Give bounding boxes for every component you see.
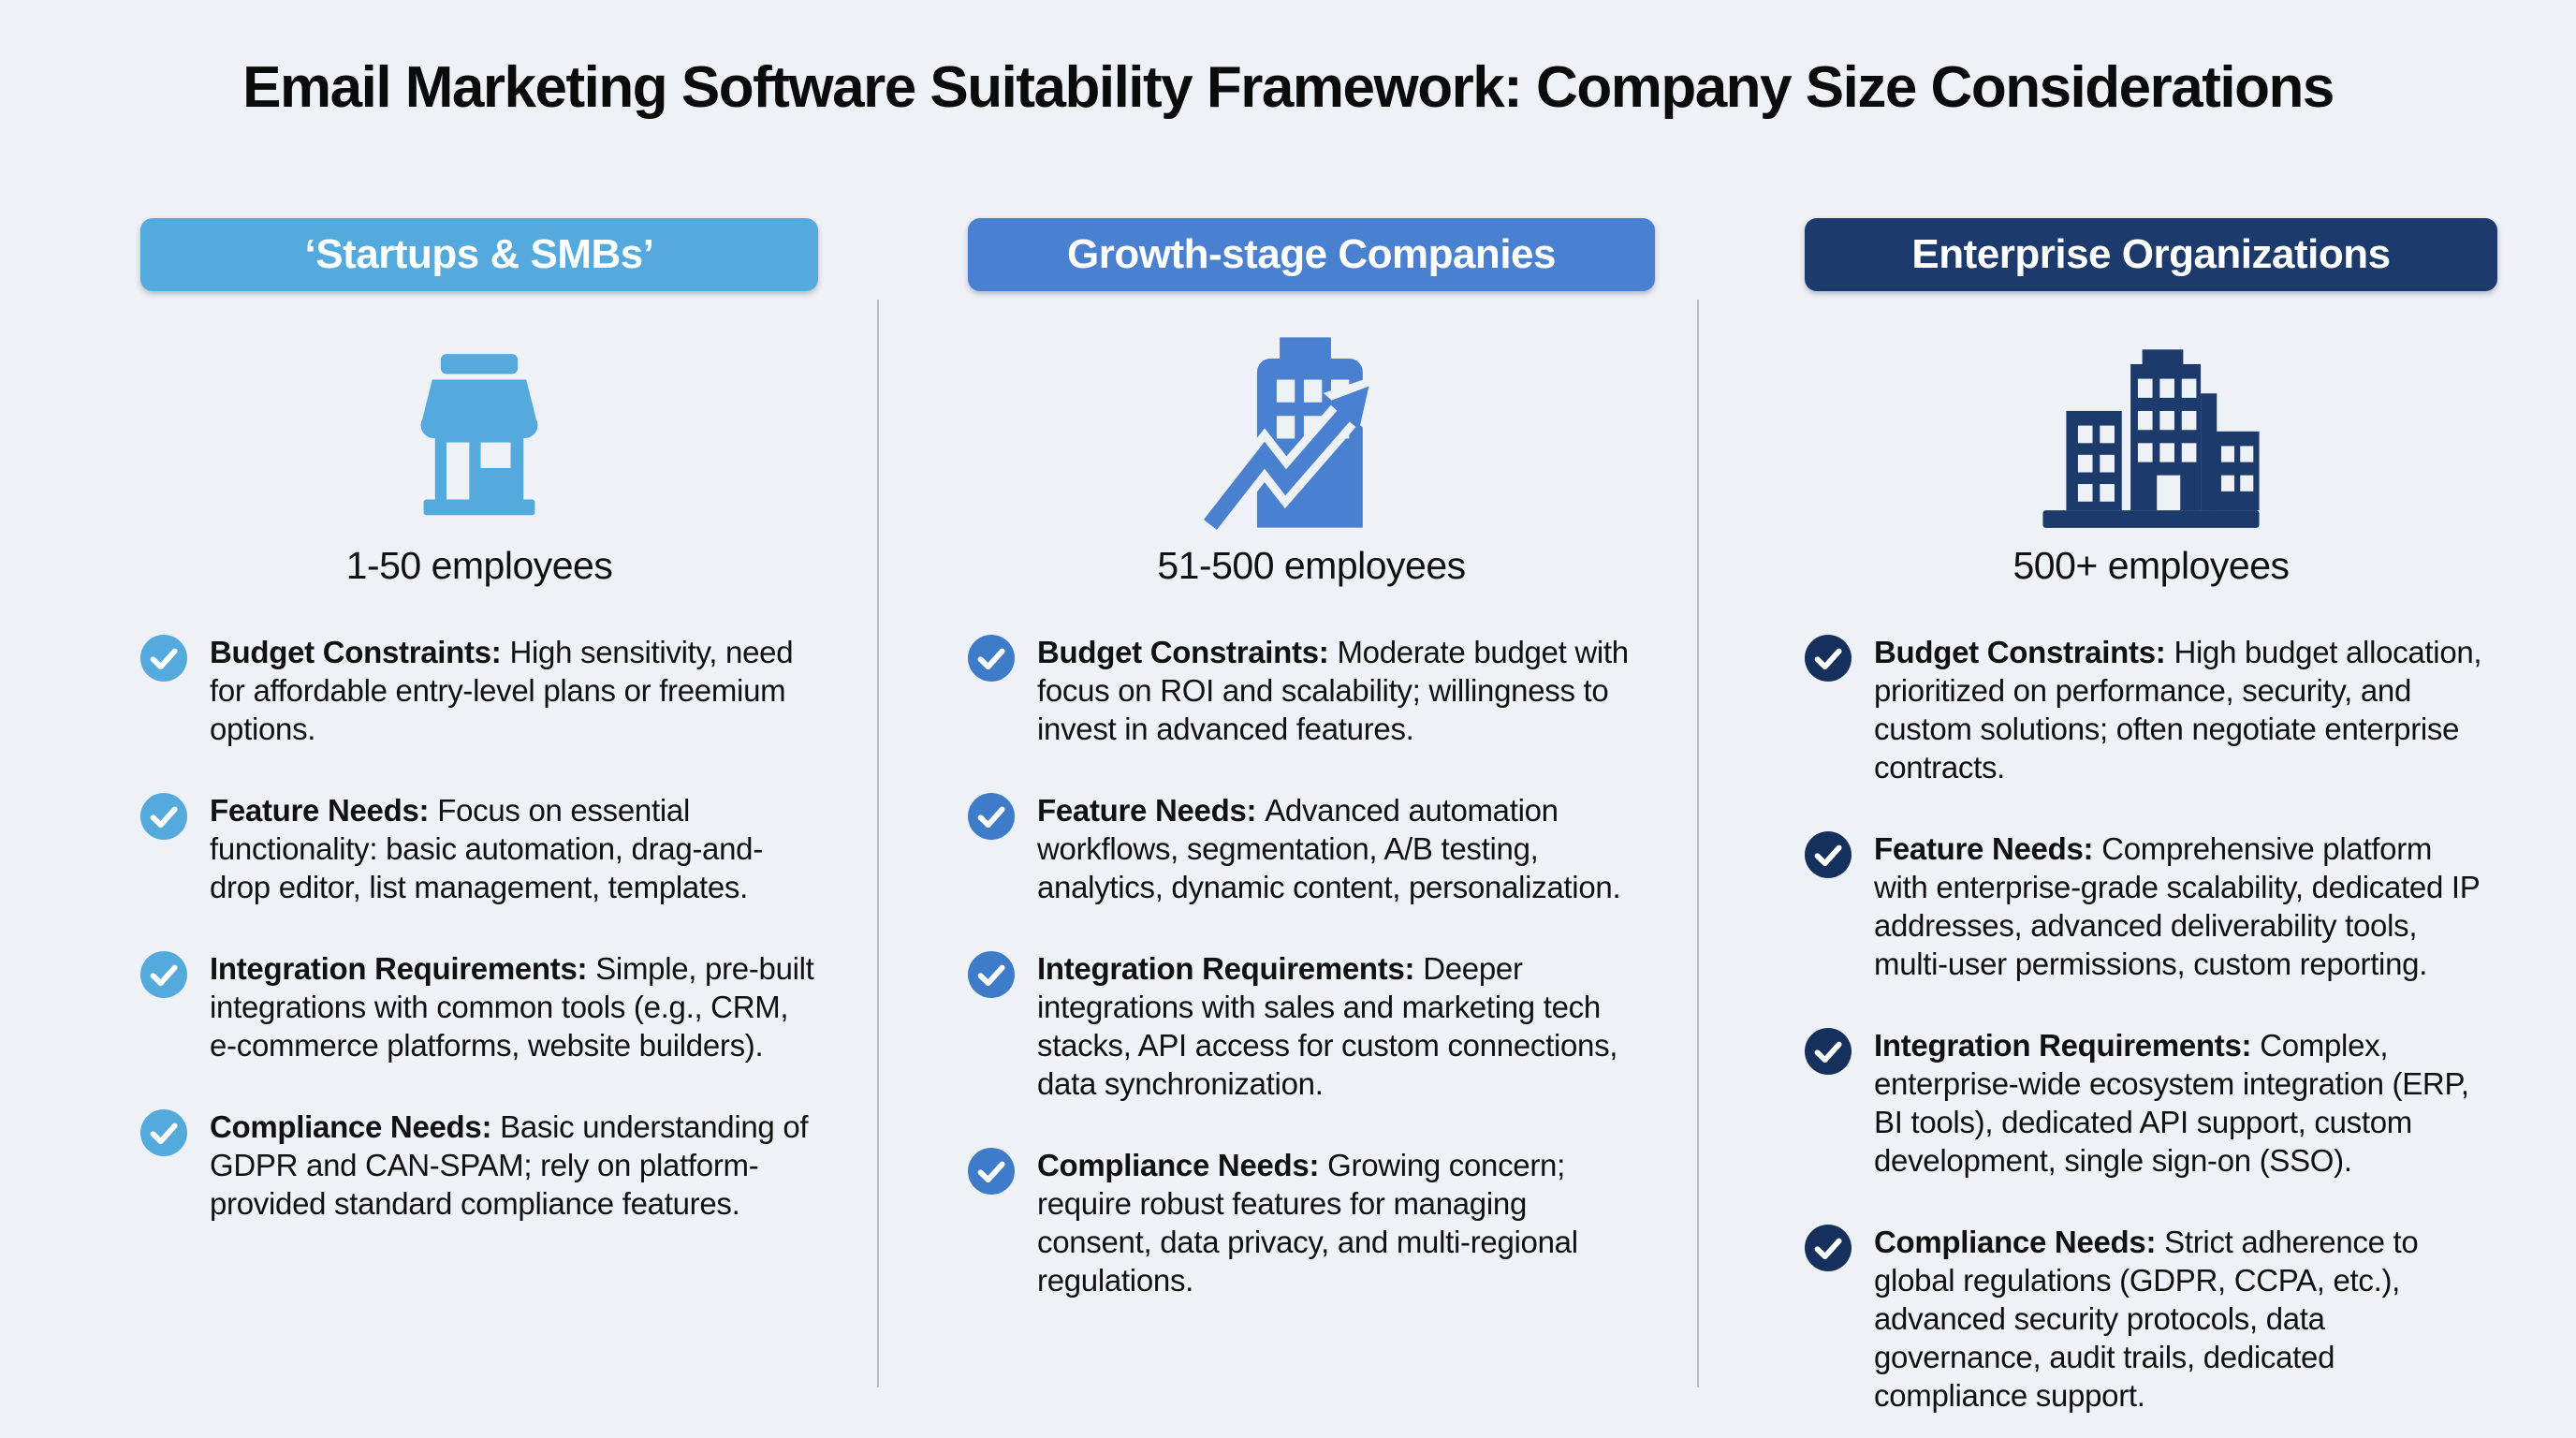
bullet-text: Feature Needs:Comprehensive platform wit… (1874, 829, 2482, 983)
check-icon (968, 1148, 1015, 1195)
check-icon (968, 793, 1015, 840)
column-header: Enterprise Organizations (1805, 218, 2497, 291)
employee-range: 500+ employees (2012, 544, 2290, 587)
employee-range: 51-500 employees (1157, 544, 1466, 587)
bullet-body: Simple, pre-built integrations with comm… (210, 951, 814, 1063)
bullet-label: Feature Needs: (210, 793, 430, 828)
bullet-text: Compliance Needs:Growing concern; requir… (1037, 1146, 1646, 1299)
bullet-label: Compliance Needs: (1037, 1148, 1320, 1182)
bullet-text: Feature Needs:Focus on essential functio… (210, 791, 818, 906)
bullet-text: Integration Requirements:Deeper integrat… (1037, 949, 1646, 1103)
check-icon (1805, 1225, 1852, 1271)
bullet-label: Compliance Needs: (1874, 1225, 2157, 1259)
check-icon (1805, 1028, 1852, 1075)
bullet-body: Growing concern; require robust features… (1037, 1148, 1578, 1298)
bullet-item: Feature Needs:Focus on essential functio… (140, 791, 818, 906)
bullet-text: Budget Constraints:High budget allocatio… (1874, 633, 2482, 786)
check-icon (968, 951, 1015, 998)
bullet-item: Compliance Needs:Basic understanding of … (140, 1108, 818, 1223)
storefront-icon (140, 330, 818, 531)
bullet-list: Budget Constraints:High sensitivity, nee… (140, 633, 818, 1223)
bullet-item: Budget Constraints:High sensitivity, nee… (140, 633, 818, 748)
bullet-item: Integration Requirements:Simple, pre-bui… (140, 949, 818, 1064)
employee-range: 1-50 employees (345, 544, 613, 587)
bullet-label: Budget Constraints: (1874, 635, 2166, 669)
check-icon (968, 635, 1015, 682)
column-header: Growth-stage Companies (968, 218, 1655, 291)
bullet-text: Integration Requirements:Simple, pre-bui… (210, 949, 818, 1064)
bullet-label: Budget Constraints: (210, 635, 502, 669)
bullet-item: Compliance Needs:Strict adherence to glo… (1805, 1223, 2497, 1415)
bullet-label: Integration Requirements: (1874, 1028, 2252, 1063)
bullet-body: Focus on essential functionality: basic … (210, 793, 763, 904)
bullet-body: Deeper integrations with sales and marke… (1037, 951, 1618, 1101)
column-divider (877, 300, 879, 1387)
check-icon (1805, 635, 1852, 682)
bullet-body: Moderate budget with focus on ROI and sc… (1037, 635, 1629, 746)
bullet-item: Budget Constraints:Moderate budget with … (968, 633, 1655, 748)
bullet-body: Comprehensive platform with enterprise-g… (1874, 831, 2480, 981)
column-enterprise: Enterprise Organizations (1805, 218, 2497, 1415)
bullet-item: Feature Needs:Comprehensive platform wit… (1805, 829, 2497, 983)
bullet-text: Compliance Needs:Strict adherence to glo… (1874, 1223, 2482, 1415)
column-header: ‘Startups & SMBs’ (140, 218, 818, 291)
bullet-label: Integration Requirements: (1037, 951, 1415, 986)
bullet-text: Feature Needs:Advanced automation workfl… (1037, 791, 1646, 906)
bullet-body: Basic understanding of GDPR and CAN-SPAM… (210, 1109, 809, 1221)
bullet-body: Complex, enterprise-wide ecosystem integ… (1874, 1028, 2469, 1178)
bullet-label: Compliance Needs: (210, 1109, 492, 1144)
check-icon (140, 635, 187, 682)
bullet-list: Budget Constraints:Moderate budget with … (968, 633, 1655, 1299)
bullet-label: Budget Constraints: (1037, 635, 1329, 669)
bullet-body: Strict adherence to global regulations (… (1874, 1225, 2419, 1413)
column-divider (1697, 300, 1699, 1387)
bullet-item: Integration Requirements:Complex, enterp… (1805, 1026, 2497, 1180)
bullet-item: Budget Constraints:High budget allocatio… (1805, 633, 2497, 786)
building-growth-arrow-icon (968, 330, 1655, 531)
column-startups-smbs: ‘Startups & SMBs’ 1-50 employees Budget … (140, 218, 818, 1223)
bullet-item: Compliance Needs:Growing concern; requir… (968, 1146, 1655, 1299)
bullet-body: High budget allocation, prioritized on p… (1874, 635, 2482, 785)
check-icon (140, 951, 187, 998)
page-title: Email Marketing Software Suitability Fra… (242, 55, 2334, 120)
bullet-item: Integration Requirements:Deeper integrat… (968, 949, 1655, 1103)
bullet-label: Integration Requirements: (210, 951, 588, 986)
bullet-list: Budget Constraints:High budget allocatio… (1805, 633, 2497, 1415)
bullet-item: Feature Needs:Advanced automation workfl… (968, 791, 1655, 906)
check-icon (140, 793, 187, 840)
check-icon (1805, 831, 1852, 878)
column-growth-stage: Growth-stage Companies 51-500 employees (968, 218, 1655, 1299)
bullet-text: Budget Constraints:High sensitivity, nee… (210, 633, 818, 748)
bullet-text: Compliance Needs:Basic understanding of … (210, 1108, 818, 1223)
check-icon (140, 1109, 187, 1156)
bullet-label: Feature Needs: (1874, 831, 2094, 866)
bullet-label: Feature Needs: (1037, 793, 1257, 828)
bullet-text: Integration Requirements:Complex, enterp… (1874, 1026, 2482, 1180)
bullet-text: Budget Constraints:Moderate budget with … (1037, 633, 1646, 748)
bullet-body: Advanced automation workflows, segmentat… (1037, 793, 1621, 904)
enterprise-buildings-icon (1805, 330, 2497, 531)
bullet-body: High sensitivity, need for affordable en… (210, 635, 794, 746)
